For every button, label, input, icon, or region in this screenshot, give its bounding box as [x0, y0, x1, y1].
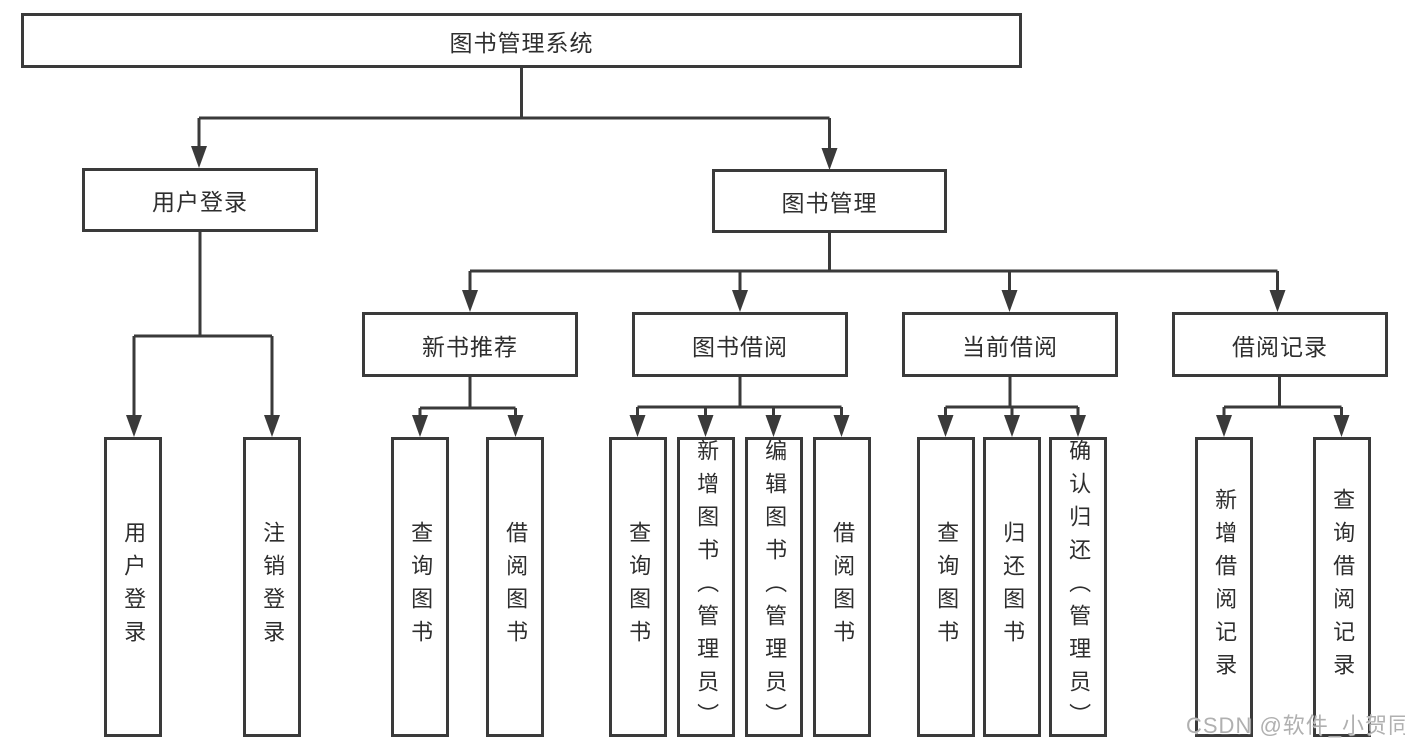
leaf-current-confirm-return-admin: 确认归还（管理员）: [1049, 437, 1107, 737]
connector-borrow-records: [1216, 377, 1350, 437]
connector-current-borrow: [937, 377, 1086, 437]
connector-new-book-recommend: [412, 377, 524, 437]
node-current-borrow-label: 当前借阅: [962, 333, 1058, 360]
connector-root: [191, 68, 838, 170]
node-current-borrow: 当前借阅: [902, 312, 1118, 377]
connector-book-borrow: [629, 377, 850, 437]
node-book-management-label: 图书管理: [781, 190, 878, 216]
node-book-borrow: 图书借阅: [632, 312, 848, 377]
node-borrow-records: 借阅记录: [1172, 312, 1388, 377]
node-new-book-recommend: 新书推荐: [362, 312, 578, 377]
node-book-management: 图书管理: [712, 169, 947, 233]
node-borrow-records-label: 借阅记录: [1232, 333, 1328, 360]
leaf-borrow-edit-books-admin: 编辑图书（管理员）: [745, 437, 803, 737]
leaf-records-add-record: 新增借阅记录: [1195, 437, 1253, 737]
leaf-borrow-add-books-admin: 新增图书（管理员）: [677, 437, 735, 737]
node-user-login: 用户登录: [82, 168, 318, 232]
leaf-user-login: 用户登录: [104, 437, 162, 737]
connector-user-login: [126, 232, 280, 437]
leaf-recommend-query-books: 查询图书: [391, 437, 449, 737]
node-user-login-label: 用户登录: [152, 189, 248, 215]
leaf-borrow-borrow-books: 借阅图书: [813, 437, 871, 737]
connector-book-management: [462, 233, 1286, 312]
leaf-current-return-books: 归还图书: [983, 437, 1041, 737]
node-root: 图书管理系统: [21, 13, 1022, 68]
node-book-borrow-label: 图书借阅: [692, 333, 788, 360]
leaf-current-query-books: 查询图书: [917, 437, 975, 737]
node-new-book-recommend-label: 新书推荐: [422, 333, 518, 360]
leaf-recommend-borrow-books: 借阅图书: [486, 437, 544, 737]
node-root-label: 图书管理系统: [449, 29, 594, 56]
leaf-logout: 注销登录: [243, 437, 301, 737]
csdn-watermark: CSDN @软件_小贺同学: [1186, 713, 1405, 738]
leaf-records-query-record: 查询借阅记录: [1313, 437, 1371, 737]
leaf-borrow-query-books: 查询图书: [609, 437, 667, 737]
